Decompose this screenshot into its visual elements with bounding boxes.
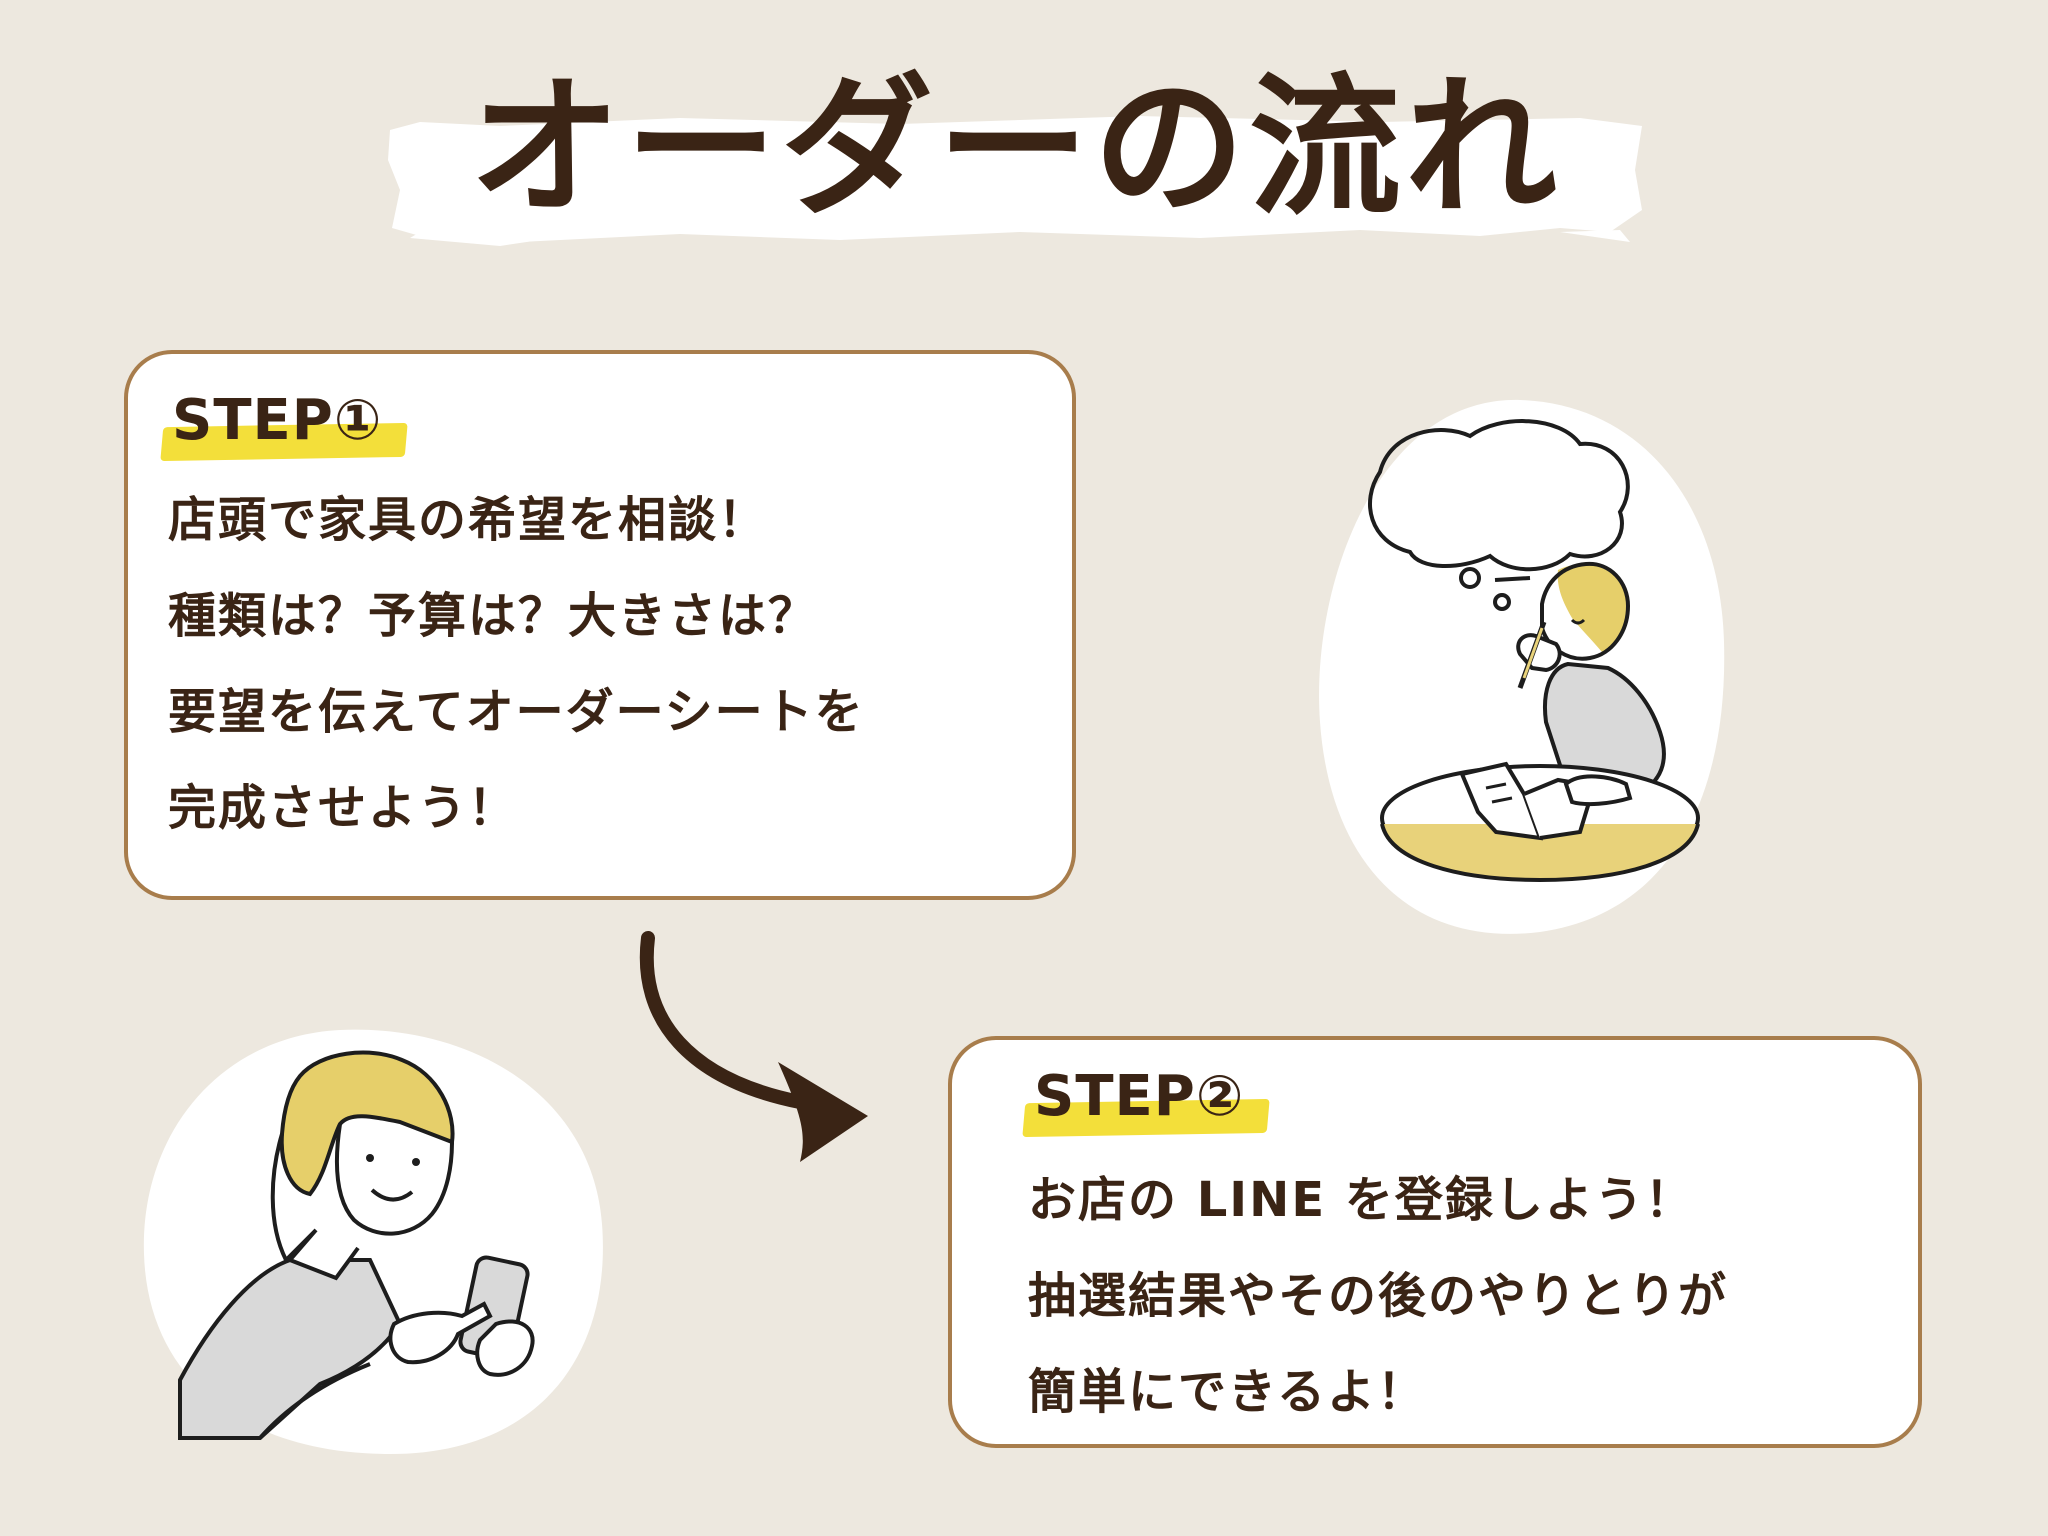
step-2-line: 抽選結果やその後のやりとりが xyxy=(1028,1268,1729,1324)
step-1-label-text: STEP① xyxy=(172,388,383,453)
brush-stroke-background xyxy=(388,116,1642,246)
person-with-phone-illustration xyxy=(143,1029,603,1454)
step-2-description: お店の LINE を登録しよう！ 抽選結果やその後のやりとりが 簡単にできるよ！ xyxy=(1028,1152,1728,1440)
step-2-line: お店の LINE を登録しよう！ xyxy=(1028,1172,1695,1228)
step-1-line: 要望を伝えてオーダーシートを xyxy=(168,684,865,740)
thought-bubble-icon xyxy=(1368,419,1630,572)
step-1-description: 店頭で家具の希望を相談！ 種類は？予算は？大きさは？ 要望を伝えてオーダーシート… xyxy=(168,472,865,856)
step-2-label-text: STEP② xyxy=(1034,1064,1245,1129)
page-title: オーダーの流れ xyxy=(469,59,1561,236)
step-1-label: STEP① xyxy=(160,388,408,462)
curved-arrow-icon xyxy=(639,931,868,1162)
step-2-line: 簡単にできるよ！ xyxy=(1028,1364,1428,1420)
step-2-label: STEP② xyxy=(1022,1064,1270,1138)
page-title-area: オーダーの流れ xyxy=(380,60,1650,250)
step-2-card: STEP② お店の LINE を登録しよう！ 抽選結果やその後のやりとりが 簡単… xyxy=(948,1036,1922,1448)
person-thinking-illustration xyxy=(1319,399,1725,934)
step-1-line: 種類は？予算は？大きさは？ xyxy=(168,588,819,644)
step-1-line: 完成させよう！ xyxy=(168,780,519,836)
step-1-line: 店頭で家具の希望を相談！ xyxy=(168,492,769,548)
step-1-card: STEP① 店頭で家具の希望を相談！ 種類は？予算は？大きさは？ 要望を伝えてオ… xyxy=(124,350,1076,900)
